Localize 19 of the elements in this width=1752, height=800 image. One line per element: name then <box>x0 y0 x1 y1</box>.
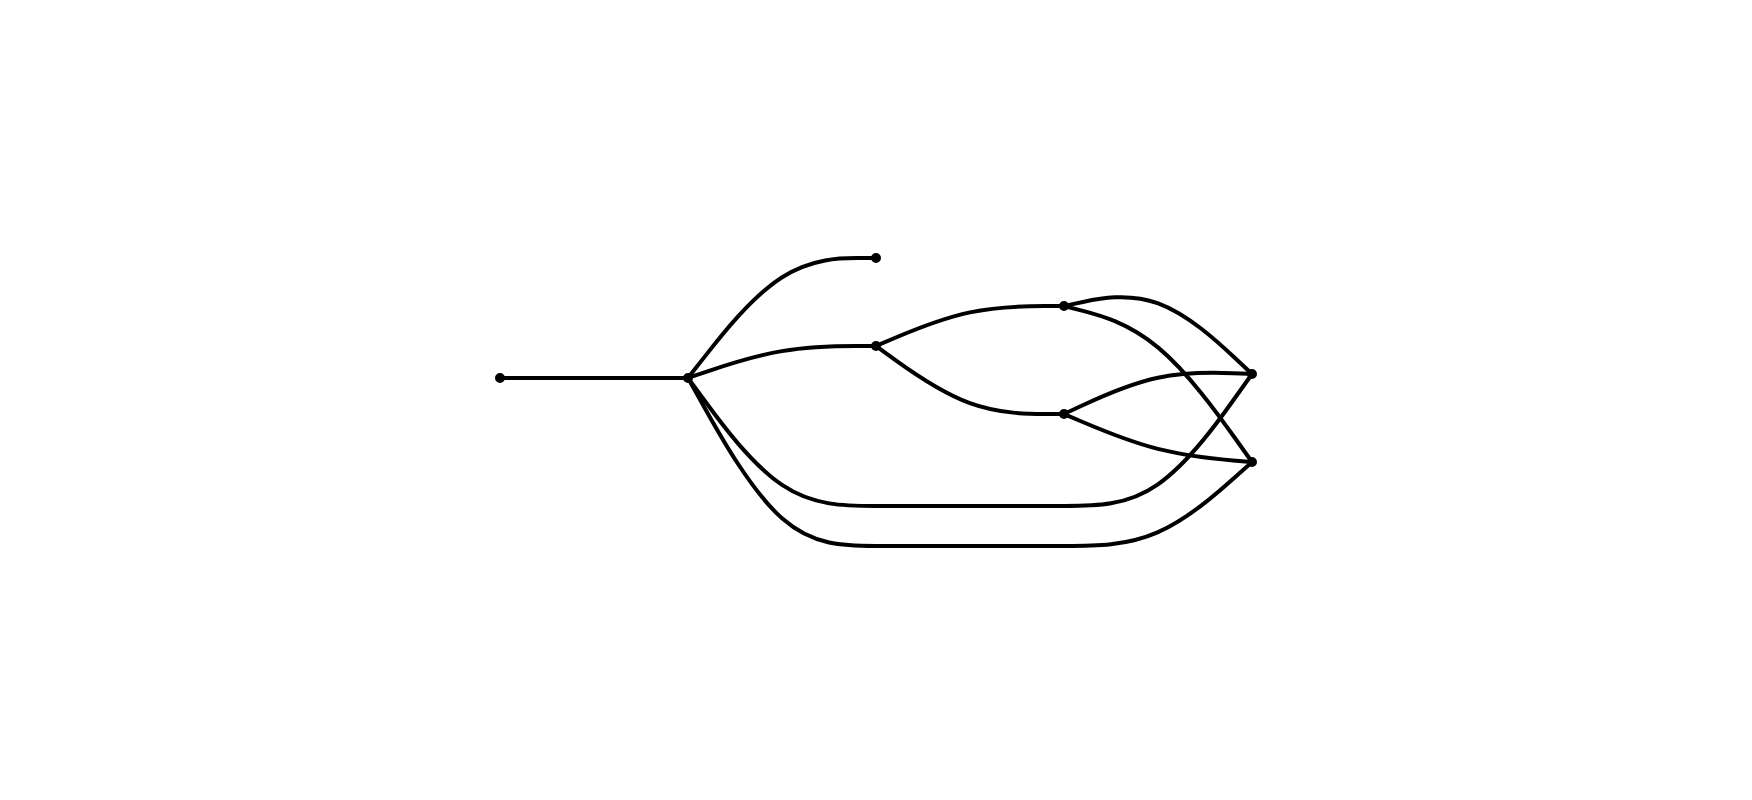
connector <box>1066 413 1249 464</box>
node-circle <box>1247 369 1257 379</box>
node-circle <box>495 373 505 383</box>
node-circle <box>1059 301 1069 311</box>
connector <box>688 376 1252 508</box>
connector <box>878 304 1060 347</box>
node-circle <box>871 253 881 263</box>
connector <box>504 376 684 380</box>
connector <box>878 346 1060 416</box>
connector <box>691 344 872 379</box>
connector <box>1066 370 1249 415</box>
node-circle <box>1059 409 1069 419</box>
node-circle <box>683 373 693 383</box>
connector <box>1067 295 1251 373</box>
connector <box>688 380 1251 548</box>
node-circle <box>1247 457 1257 467</box>
connector <box>688 256 872 377</box>
connector <box>1067 305 1252 460</box>
node-circle <box>871 341 881 351</box>
